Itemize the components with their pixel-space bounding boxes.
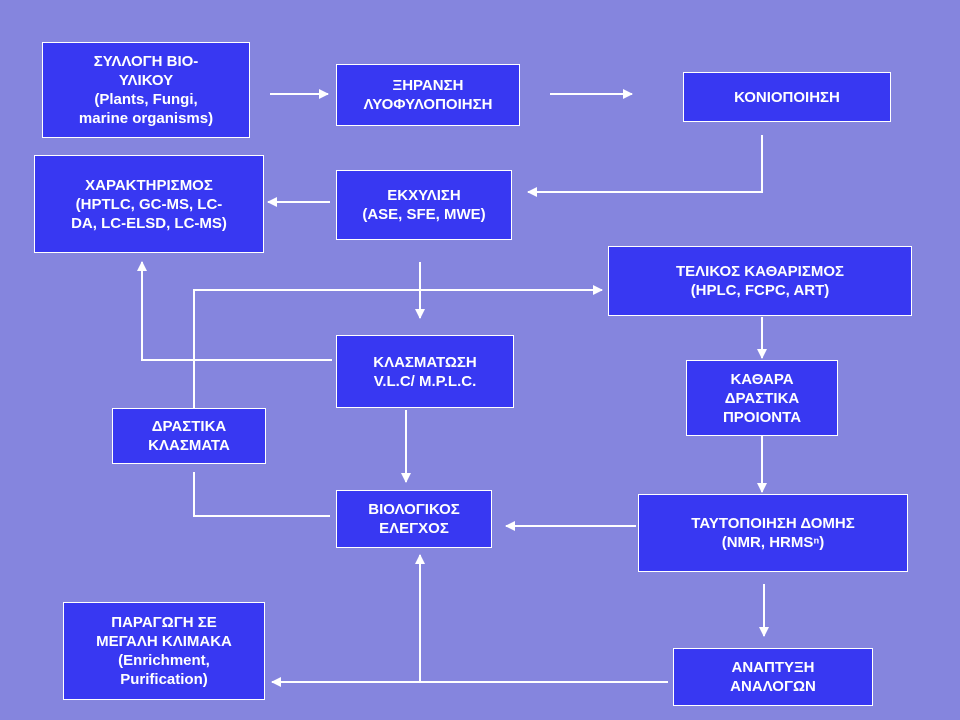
box-kathara-drastika: ΚΑΘΑΡΑ ΔΡΑΣΤΙΚΑ ΠΡΟΙΟΝΤΑ [686,360,838,436]
box-kathara-label: ΚΑΘΑΡΑ ΔΡΑΣΤΙΚΑ ΠΡΟΙΟΝΤΑ [722,370,802,426]
box-xaraktirismos-label: ΧΑΡΑΚΤΗΡΙΣΜΟΣ (HPTLC, GC-MS, LC- DA, LC-… [71,176,227,232]
box-drastika-klasmata: ΔΡΑΣΤΙΚΑ ΚΛΑΣΜΑΤΑ [112,408,266,464]
box-xiransi: ΞΗΡΑΝΣΗ ΛΥΟΦΥΛΟΠΟΙΗΣΗ [336,64,520,126]
arrow-klasmatosi-to-xaraktirismos [137,261,332,361]
box-telikos-label: ΤΕΛΙΚΟΣ ΚΑΘΑΡΙΣΜΟΣ (HPLC, FCPC, ART) [675,263,845,299]
box-anaptyxi-label: ΑΝΑΠΤΥΞΗ ΑΝΑΛΟΓΩΝ [730,659,816,695]
box-viologikos-label: ΒΙΟΛΟΓΙΚΟΣ ΕΛΕΓΧΟΣ [368,501,460,537]
box-drastika-label: ΔΡΑΣΤΙΚΑ ΚΛΑΣΜΑΤΑ [148,418,230,454]
box-anaptyxi-analogon: ΑΝΑΠΤΥΞΗ ΑΝΑΛΟΓΩΝ [673,648,873,706]
box-konio-label: ΚΟΝΙΟΠΟΙΗΣΗ [734,88,840,106]
box-xiransi-label: ΞΗΡΑΝΣΗ ΛΥΟΦΥΛΟΠΟΙΗΣΗ [363,77,493,113]
arrow-konio-to-ekxylisi [527,135,763,197]
box-taftopoiisi-domis: ΤΑΥΤΟΠΟΙΗΣΗ ΔΟΜΗΣ (NMR, HRMSⁿ) [638,494,908,572]
box-syllogi-biohylikou: ΣΥΛΛΟΓΗ ΒΙΟ- ΥΛΙΚΟΥ (Plants, Fungi, mari… [42,42,250,138]
arrow-drastika-to-telikos [193,285,603,408]
box-taftopoiisi-label: ΤΑΥΤΟΠΟΙΗΣΗ ΔΟΜΗΣ (NMR, HRMSⁿ) [691,515,855,551]
box-ekxylisi: ΕΚΧΥΛΙΣΗ (ASE, SFE, MWE) [336,170,512,240]
box-xaraktirismos: ΧΑΡΑΚΤΗΡΙΣΜΟΣ (HPTLC, GC-MS, LC- DA, LC-… [34,155,264,253]
line-drastika-to-viologikos [193,472,330,517]
box-koniopoiisi: ΚΟΝΙΟΠΟΙΗΣΗ [683,72,891,122]
box-paragogi: ΠΑΡΑΓΩΓΗ ΣΕ ΜΕΓΑΛΗ ΚΛΙΜΑΚΑ (Enrichment, … [63,602,265,700]
box-ekxylisi-label: ΕΚΧΥΛΙΣΗ (ASE, SFE, MWE) [362,187,486,223]
box-klasmatosi: ΚΛΑΣΜΑΤΩΣΗ V.L.C/ M.P.L.C. [336,335,514,408]
box-syllogi-label: ΣΥΛΛΟΓΗ ΒΙΟ- ΥΛΙΚΟΥ (Plants, Fungi, mari… [78,53,214,127]
box-klasmatosi-label: ΚΛΑΣΜΑΤΩΣΗ V.L.C/ M.P.L.C. [373,353,477,390]
box-viologikos-elegxos: ΒΙΟΛΟΓΙΚΟΣ ΕΛΕΓΧΟΣ [336,490,492,548]
arrow-anaptyxi-to-viologikos [415,554,668,683]
box-telikos-katharismos: ΤΕΛΙΚΟΣ ΚΑΘΑΡΙΣΜΟΣ (HPLC, FCPC, ART) [608,246,912,316]
box-paragogi-label: ΠΑΡΑΓΩΓΗ ΣΕ ΜΕΓΑΛΗ ΚΛΙΜΑΚΑ (Enrichment, … [96,614,232,688]
